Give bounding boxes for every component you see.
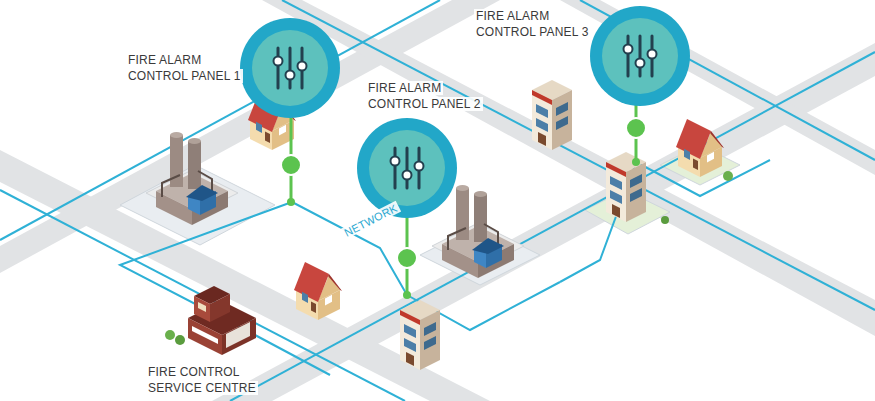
pin-dot — [403, 291, 411, 299]
panel-face — [602, 18, 678, 94]
fire-station — [188, 286, 256, 355]
network-line — [230, 52, 875, 401]
panel-ring — [357, 118, 457, 218]
slider-track — [639, 36, 642, 76]
street — [0, 0, 500, 273]
house — [676, 119, 724, 177]
network-line — [580, 0, 875, 160]
house — [294, 262, 342, 320]
slider-track — [289, 48, 292, 88]
label-text: FIRE CONTROL SERVICE CENTRE — [146, 365, 258, 395]
panel-heading: FIRE ALARM CONTROL PANEL 3 — [474, 8, 592, 40]
network-line — [282, 0, 875, 310]
tree — [723, 171, 733, 181]
pin-dot — [626, 118, 646, 138]
panel-heading-text: FIRE ALARM CONTROL PANEL 1 — [126, 53, 243, 83]
network-line — [255, 335, 330, 375]
slider-knob — [286, 71, 295, 80]
slider-knob — [636, 59, 645, 68]
panel-ring — [240, 18, 340, 118]
slider-knob — [298, 62, 307, 71]
panel-heading: FIRE ALARM CONTROL PANEL 1 — [126, 52, 244, 84]
pin-dot — [281, 155, 301, 175]
panel-heading-text: FIRE ALARM CONTROL PANEL 2 — [366, 81, 483, 111]
street — [262, 0, 875, 336]
trees — [165, 171, 733, 345]
slider-track — [406, 148, 409, 188]
control-panel: FIRE ALARM CONTROL PANEL 1 — [240, 18, 340, 118]
slider-knob — [624, 45, 633, 54]
panel-face — [252, 30, 328, 106]
panel-ring — [590, 6, 690, 106]
pin-dot — [397, 248, 417, 268]
tree — [165, 330, 175, 340]
panel-heading: FIRE ALARM CONTROL PANEL 2 — [366, 80, 484, 112]
slider-track — [277, 48, 280, 88]
slider-knob — [648, 50, 657, 59]
control-panel: FIRE ALARM CONTROL PANEL 2 — [357, 118, 457, 218]
slider-track — [394, 148, 397, 188]
panel-circle — [240, 18, 340, 118]
place-label: FIRE CONTROL SERVICE CENTRE — [146, 364, 268, 396]
tree — [661, 216, 669, 224]
factory — [146, 132, 238, 225]
network-line — [0, 190, 405, 401]
panel-circle — [590, 6, 690, 106]
slider-knob — [415, 162, 424, 171]
slider-track — [627, 36, 630, 76]
panel-pins — [281, 100, 646, 299]
slider-knob — [274, 57, 283, 66]
tree — [175, 335, 185, 345]
office-building — [606, 152, 646, 222]
slider-knob — [403, 171, 412, 180]
pin-dot — [287, 198, 295, 206]
control-panel: FIRE ALARM CONTROL PANEL 3 — [590, 6, 690, 106]
pin-dot — [632, 158, 640, 166]
panel-heading-text: FIRE ALARM CONTROL PANEL 3 — [474, 9, 591, 39]
label-text: NETWORK — [340, 201, 400, 240]
office-building — [400, 300, 440, 370]
slider-knob — [391, 157, 400, 166]
panel-circle — [357, 118, 457, 218]
buildings — [146, 80, 733, 370]
office-building — [532, 80, 572, 150]
panel-face — [369, 130, 445, 206]
